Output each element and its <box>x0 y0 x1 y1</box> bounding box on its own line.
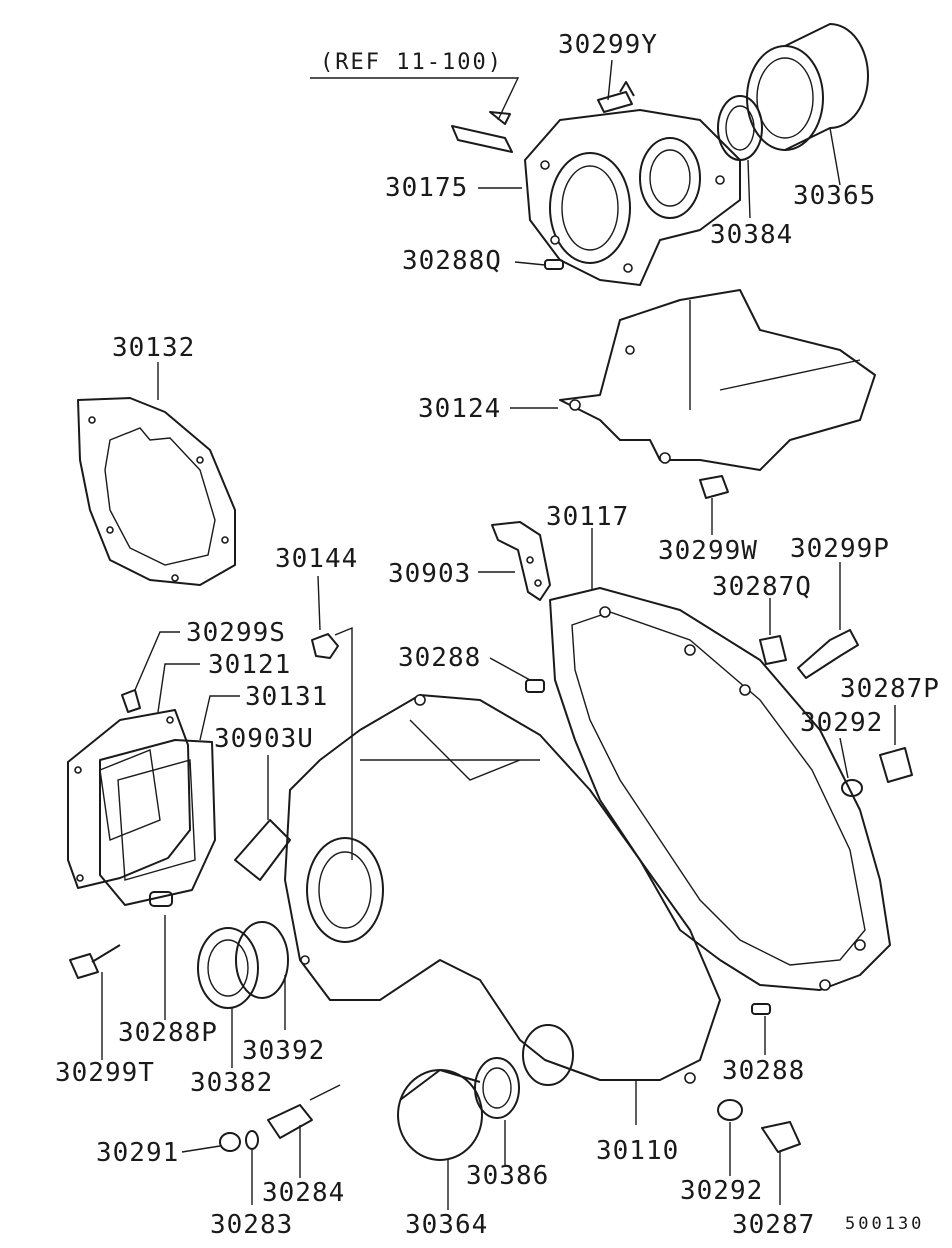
part-label-30292-lower: 30292 <box>680 1176 764 1206</box>
part-label-30292: 30292 <box>800 708 884 738</box>
extension-housing-30175 <box>478 109 741 286</box>
dust-cover-30365 <box>746 23 869 186</box>
pin-30288Q <box>514 259 564 270</box>
part-label-30288P: 30288P <box>118 1018 218 1048</box>
snap-ring-30392 <box>235 921 289 1030</box>
washer-30283 <box>245 1130 259 1205</box>
bearing-30382 <box>197 927 259 1068</box>
part-label-30299W: 30299W <box>658 536 758 566</box>
part-label-30117: 30117 <box>546 502 630 532</box>
part-label-30364: 30364 <box>405 1210 489 1240</box>
shaft-30284 <box>267 1084 341 1178</box>
part-label-30284: 30284 <box>262 1178 346 1208</box>
part-label-30382: 30382 <box>190 1068 274 1098</box>
part-label-30131: 30131 <box>245 682 329 712</box>
bolt-30299Y <box>597 59 635 113</box>
part-label-30132: 30132 <box>112 333 196 363</box>
bracket-30903 <box>478 521 551 601</box>
dust-cover-30364 <box>397 1069 483 1210</box>
part-label-30299Y: 30299Y <box>558 30 658 60</box>
washer-30292-lower <box>717 1099 743 1176</box>
part-label-30288-lower: 30288 <box>722 1056 806 1086</box>
cover-30121 <box>67 663 200 889</box>
gasket-30131 <box>99 695 240 906</box>
part-label-30287Q: 30287Q <box>712 572 812 602</box>
plug-30287 <box>761 1121 801 1205</box>
bolt-30299W <box>699 475 729 535</box>
figure-code: 500130 <box>845 1214 925 1234</box>
part-label-30283: 30283 <box>210 1210 294 1240</box>
part-label-30291: 30291 <box>96 1138 180 1168</box>
part-label-30121: 30121 <box>208 650 292 680</box>
part-label-30287P: 30287P <box>840 674 940 704</box>
gasket-30132 <box>77 362 236 586</box>
pin-30288P <box>149 891 173 1020</box>
front-case-30110 <box>284 694 721 1125</box>
seal-30386 <box>474 1057 520 1165</box>
part-label-30365: 30365 <box>793 181 877 211</box>
part-label-30903U: 30903U <box>214 724 314 754</box>
pin-30288-lower <box>751 1003 771 1055</box>
part-label-30299S: 30299S <box>186 618 286 648</box>
rear-case-30117 <box>549 528 891 991</box>
part-label-30110: 30110 <box>596 1136 680 1166</box>
part-label-30903: 30903 <box>388 559 472 589</box>
part-label-30175: 30175 <box>385 173 469 203</box>
part-label-30124: 30124 <box>418 394 502 424</box>
part-label-30384: 30384 <box>710 220 794 250</box>
part-label-30288Q: 30288Q <box>402 246 502 276</box>
reference-label: (REF 11-100) <box>320 50 503 75</box>
ref-arrow <box>310 77 520 153</box>
part-label-30288: 30288 <box>398 643 482 673</box>
part-label-30392: 30392 <box>242 1036 326 1066</box>
plug-30287P <box>879 705 913 783</box>
bolt-30299T <box>69 944 121 1060</box>
washer-30292 <box>839 737 863 797</box>
bracket-30124 <box>510 289 876 471</box>
part-label-30299T: 30299T <box>55 1058 155 1088</box>
bolt-30299P <box>797 562 859 679</box>
bolt-30299S <box>121 631 180 713</box>
plug-30291 <box>181 1132 241 1153</box>
bracket-30903U <box>234 755 291 881</box>
plug-30287Q <box>759 598 787 665</box>
part-label-30144: 30144 <box>275 544 359 574</box>
part-label-30386: 30386 <box>466 1161 550 1191</box>
part-label-30287: 30287 <box>732 1210 816 1240</box>
part-label-30299P: 30299P <box>790 534 890 564</box>
nut-30144 <box>311 575 353 860</box>
pin-30288 <box>489 657 545 693</box>
